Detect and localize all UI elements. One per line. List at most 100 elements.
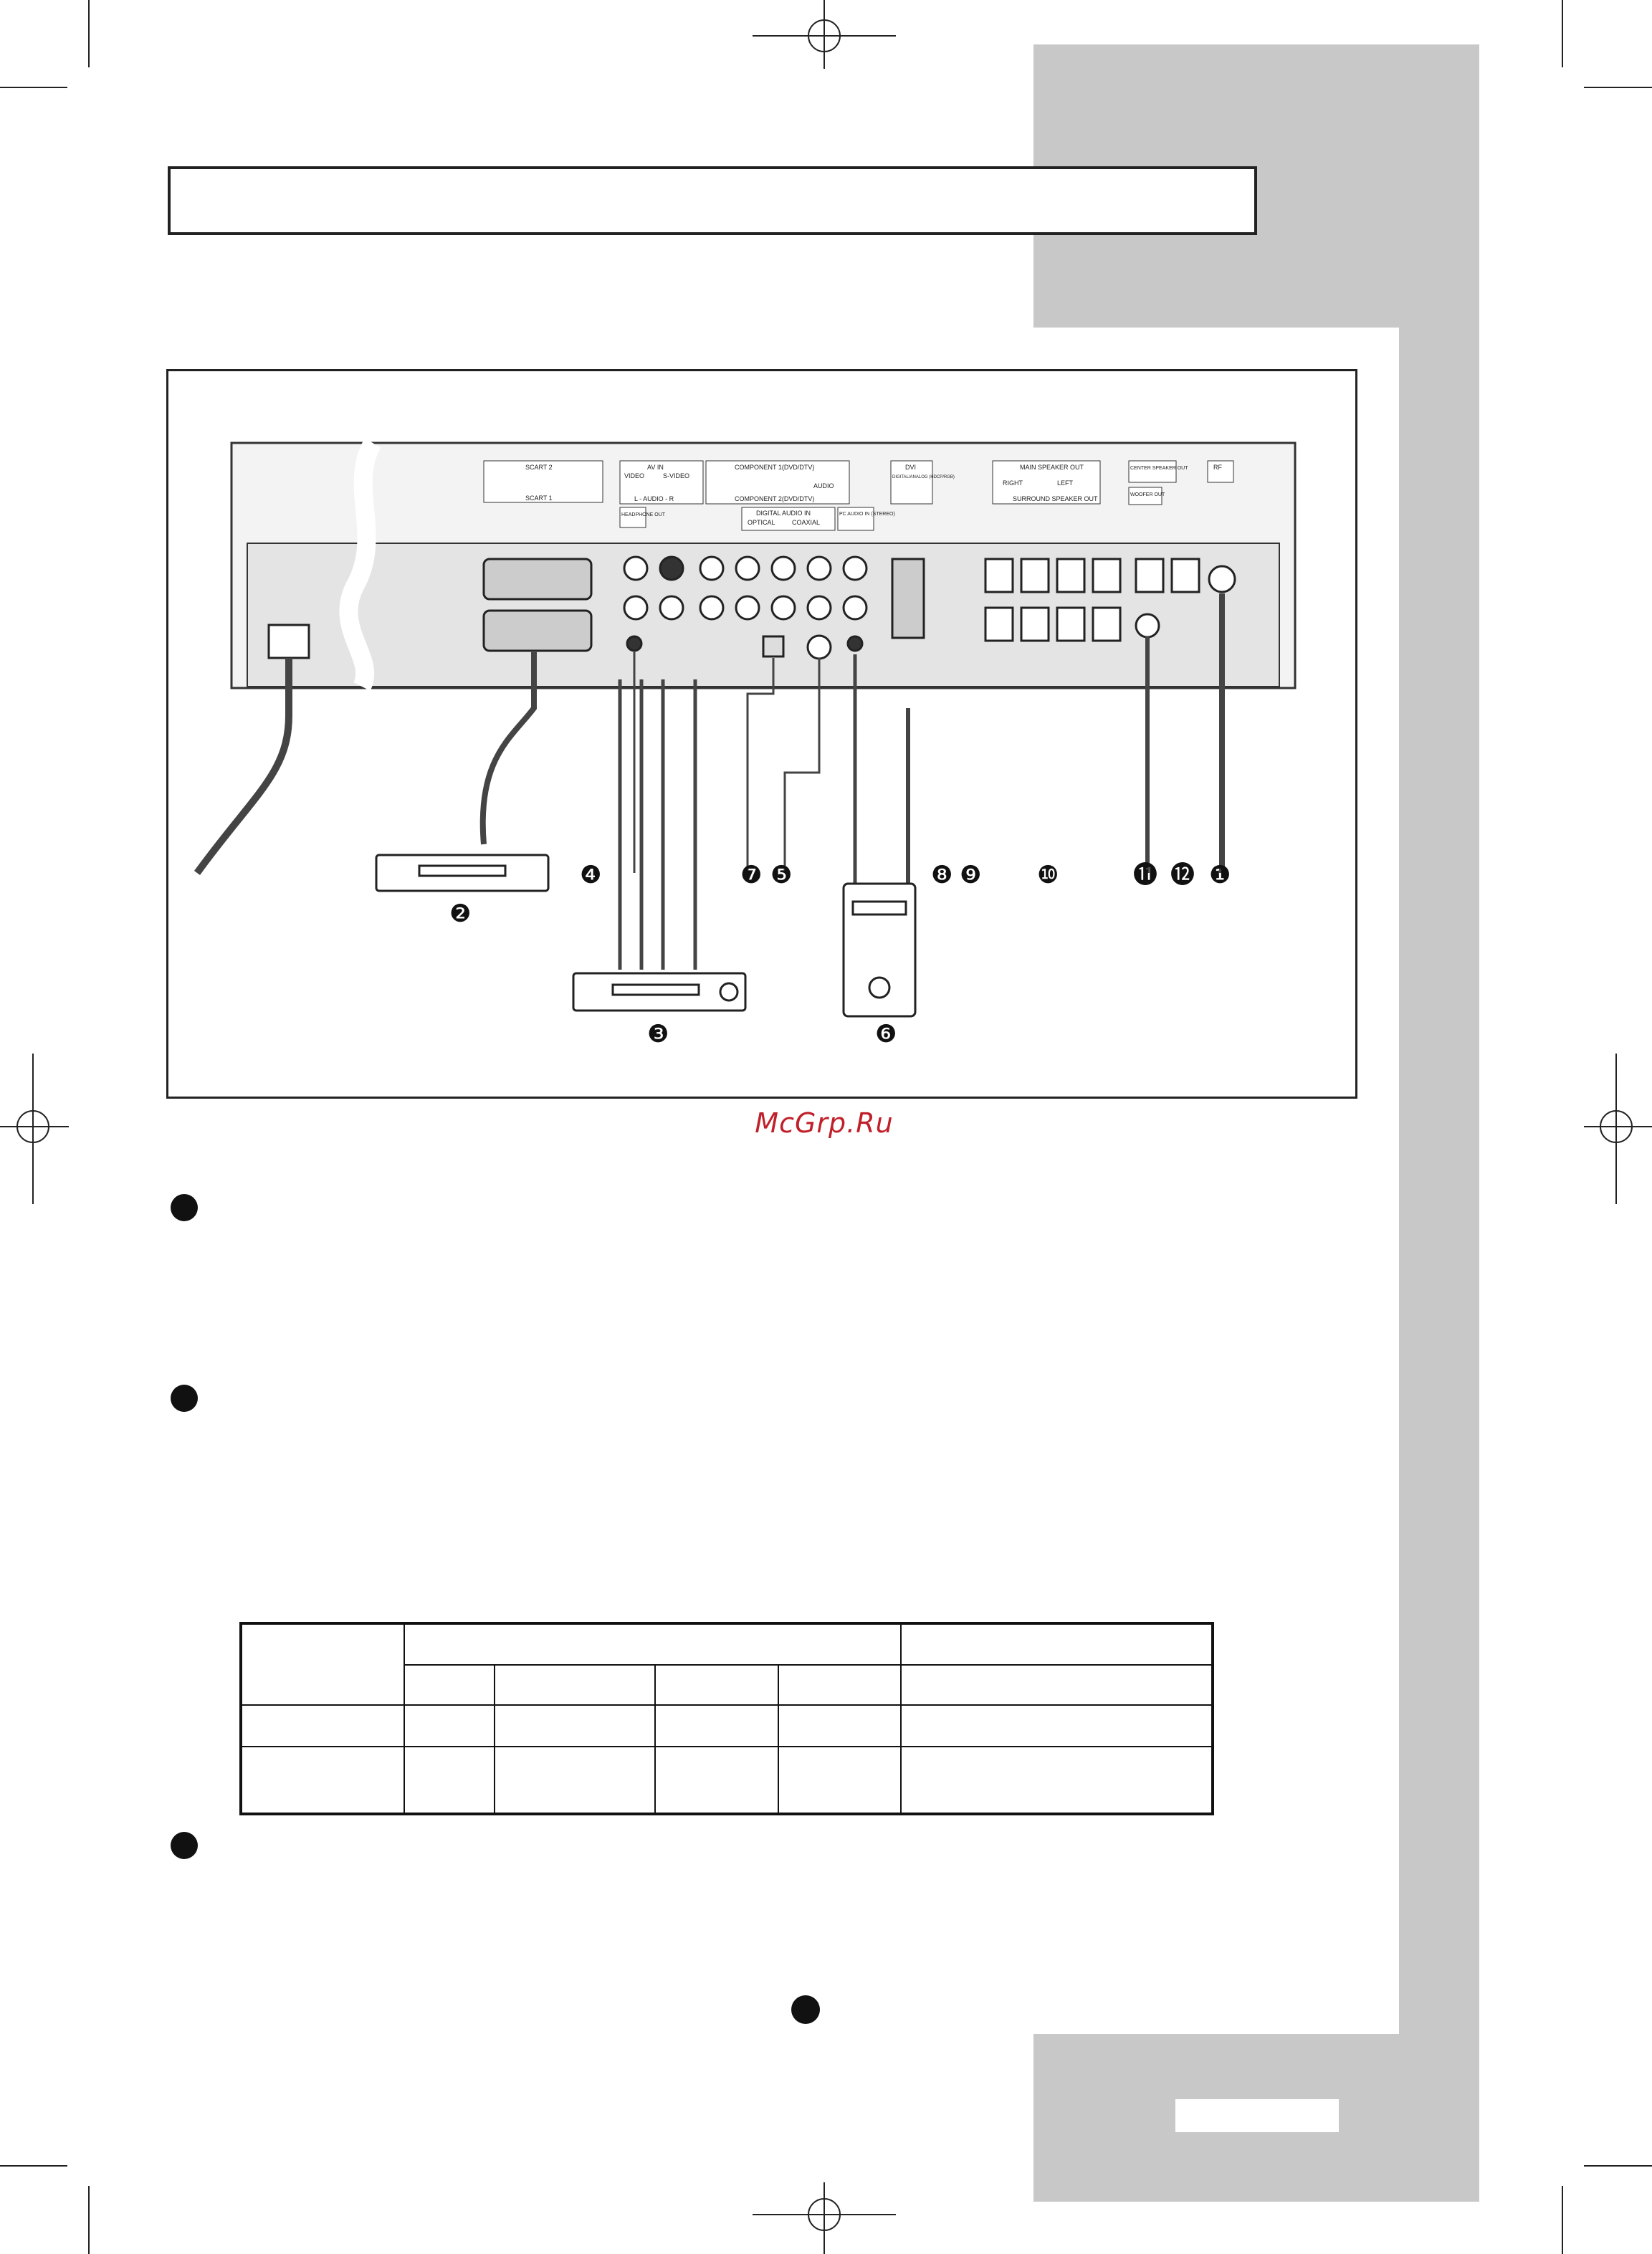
- scart2-label: SCART 2: [525, 464, 553, 471]
- callout-3: ❸: [647, 1021, 669, 1048]
- surround-speaker-label: SURROUND SPEAKER OUT: [1013, 495, 1098, 502]
- dvd-device: [572, 972, 747, 1012]
- av-in-label: AV IN: [647, 464, 664, 471]
- sidebar-column: [1399, 44, 1479, 2202]
- power-socket: [267, 624, 310, 659]
- dvi-label: DVI: [905, 464, 916, 471]
- callout-9: ❾: [960, 861, 981, 889]
- callout-2: ❷: [449, 900, 471, 927]
- dvi-socket: [891, 558, 925, 639]
- table-row: [240, 1746, 1213, 1815]
- table-cell: [240, 1704, 405, 1747]
- callout-1: ❶: [1209, 861, 1231, 889]
- pc-audio-label: PC AUDIO IN (STEREO): [839, 512, 895, 517]
- callout-7: ❼: [740, 861, 762, 889]
- optical-label: OPTICAL: [748, 519, 775, 526]
- component-jacks: [699, 555, 868, 660]
- table-cell: [493, 1746, 656, 1815]
- connection-diagram-svg: SCART 2 SCART 1 AV IN VIDEO S-VIDEO L - …: [194, 438, 1297, 1048]
- optical-line: [746, 658, 775, 873]
- table-cell: [900, 1704, 1213, 1747]
- callout-6: ❻: [875, 1021, 897, 1048]
- vcr-device: [375, 854, 550, 892]
- table-cell: [654, 1704, 779, 1747]
- registration-target-left: [0, 1054, 69, 1204]
- watermark: McGrp.Ru: [755, 1107, 894, 1139]
- table-row: [240, 1704, 1213, 1747]
- callout-5: ❺: [770, 861, 792, 889]
- coaxial-label: COAXIAL: [792, 519, 820, 526]
- woofer-box: [1128, 487, 1162, 505]
- rf-box: [1207, 460, 1234, 483]
- section-bullet-2: [171, 1385, 198, 1412]
- page-number-tab: [1175, 2099, 1339, 2132]
- table-cell: [900, 1623, 1213, 1666]
- callout-4: ❹: [580, 861, 601, 889]
- pc-audio-box: [837, 507, 874, 531]
- power-cable: [194, 658, 292, 875]
- table-cell: [777, 1664, 902, 1706]
- table-cell: [493, 1704, 656, 1747]
- table-cell: [654, 1746, 779, 1815]
- connection-diagram: SCART 2 SCART 1 AV IN VIDEO S-VIDEO L - …: [166, 369, 1357, 1099]
- table-cell: [900, 1664, 1213, 1706]
- table-cell: [240, 1623, 405, 1706]
- callout-8: ❽: [931, 861, 952, 889]
- speaker-label-box: [992, 460, 1101, 505]
- scart-cable: [479, 651, 537, 845]
- speaker-terminals: [984, 558, 1236, 642]
- component1-label: COMPONENT 1(DVD/DTV): [735, 464, 814, 471]
- component-box: [705, 460, 850, 505]
- spec-table: [239, 1622, 1214, 1815]
- optical-jack: [762, 635, 785, 658]
- rf-label: RF: [1213, 464, 1222, 471]
- scart2-socket: [482, 558, 593, 601]
- table-cell: [240, 1746, 405, 1815]
- headphone-label: HEADPHONE OUT: [621, 512, 666, 517]
- table-cell: [900, 1746, 1213, 1815]
- digital-audio-in-label: DIGITAL AUDIO IN: [756, 510, 811, 517]
- callout-11: ⓫: [1133, 861, 1157, 889]
- callout-12: ⓬: [1170, 861, 1195, 889]
- digital-audio-box: [741, 507, 836, 531]
- scart1-label: SCART 1: [525, 495, 553, 502]
- panel-label-strip: SCART 2 SCART 1 AV IN VIDEO S-VIDEO L - …: [483, 460, 1234, 531]
- svideo-label: S-VIDEO: [663, 472, 689, 479]
- woofer-jack: [1135, 613, 1160, 639]
- table-cell: [403, 1704, 495, 1747]
- table-cell: [403, 1623, 902, 1666]
- coaxial-jack: [806, 634, 832, 660]
- headphone-jack: [626, 635, 643, 652]
- section-bullet-1: [171, 1194, 198, 1221]
- coax-line: [783, 658, 821, 873]
- av-in-box: [619, 460, 704, 505]
- center-speaker-label: CENTER SPEAKER OUT: [1130, 466, 1188, 471]
- table-row: [241, 1664, 1213, 1706]
- main-speaker-label: MAIN SPEAKER OUT: [1020, 464, 1084, 471]
- headphone-box: [619, 507, 646, 528]
- table-cell: [777, 1704, 902, 1747]
- registration-target-top: [753, 0, 896, 69]
- left-label: LEFT: [1057, 479, 1074, 487]
- page-title-box: [168, 166, 1257, 235]
- pc-tower: [842, 882, 917, 1018]
- table-cell: [654, 1664, 779, 1706]
- registration-target-right: [1584, 1054, 1652, 1204]
- page-title: [171, 169, 1254, 198]
- page-number-dot: [791, 1995, 820, 2024]
- av-in-jacks: [623, 555, 684, 652]
- section-bullet-3: [171, 1832, 198, 1859]
- dvi-label-box: [890, 460, 933, 505]
- table-row: [240, 1623, 1213, 1706]
- registration-target-bottom: [753, 2182, 896, 2254]
- cables: [194, 593, 1225, 970]
- pc-audio-jack: [846, 635, 864, 652]
- av-cables: [618, 679, 697, 970]
- video-label: VIDEO: [624, 472, 644, 479]
- center-speaker-box: [1128, 460, 1177, 483]
- audio-label: AUDIO: [813, 482, 834, 490]
- right-label: RIGHT: [1003, 479, 1023, 487]
- scart1-socket: [482, 609, 593, 652]
- panel-break: [339, 438, 381, 691]
- dvi-sub-label: DIGITAL/ANALOG (HDCP/RGB): [892, 475, 955, 479]
